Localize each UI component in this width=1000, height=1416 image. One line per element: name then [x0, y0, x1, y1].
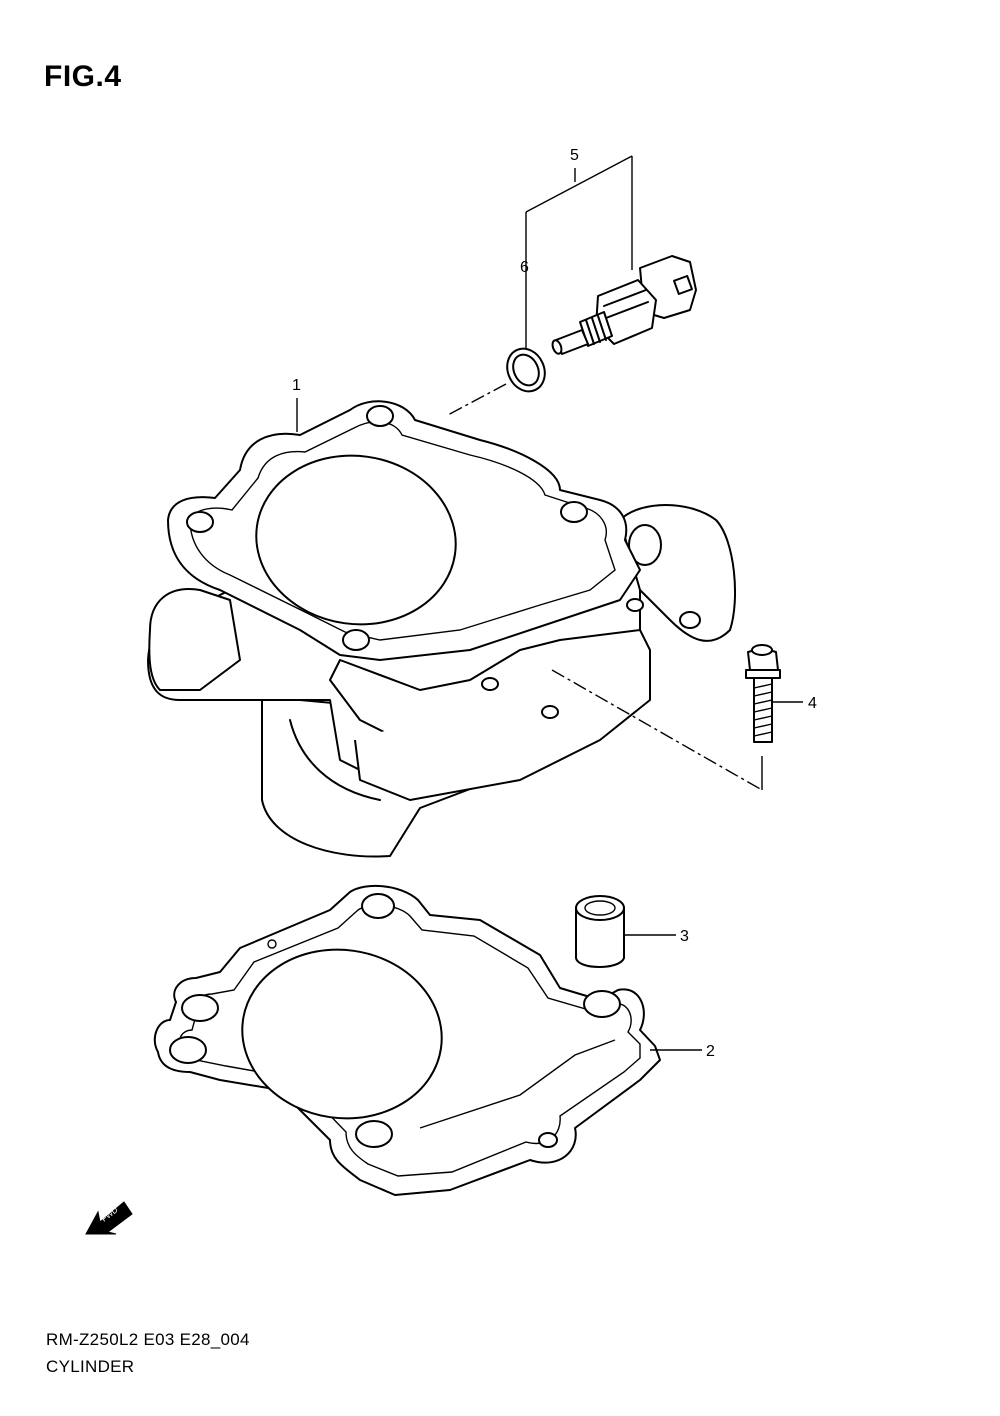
dowel-pin-part-3[interactable] [575, 895, 676, 968]
fwd-arrow-icon: FWD [85, 1201, 133, 1235]
o-ring-part-6[interactable] [500, 342, 551, 397]
leader-5-6 [525, 155, 633, 350]
assembly-line-bolt [551, 669, 763, 791]
assembly-line-sensor [445, 383, 507, 417]
callout-3: 3 [680, 928, 689, 945]
callout-2: 2 [706, 1043, 715, 1060]
section-name: CYLINDER [46, 1357, 135, 1376]
bolt-part-4[interactable] [745, 644, 803, 743]
model-code: RM-Z250L2 E03 E28_004 [46, 1330, 250, 1349]
cylinder-part-1[interactable] [147, 398, 737, 858]
temperature-sensor-part-5[interactable] [551, 255, 697, 355]
callout-1: 1 [292, 377, 301, 394]
callout-4: 4 [808, 695, 817, 712]
figure-title: FIG.4 [44, 60, 122, 93]
callout-6: 6 [520, 259, 529, 276]
callout-5: 5 [570, 147, 579, 164]
cylinder-gasket-part-2[interactable] [153, 884, 702, 1196]
